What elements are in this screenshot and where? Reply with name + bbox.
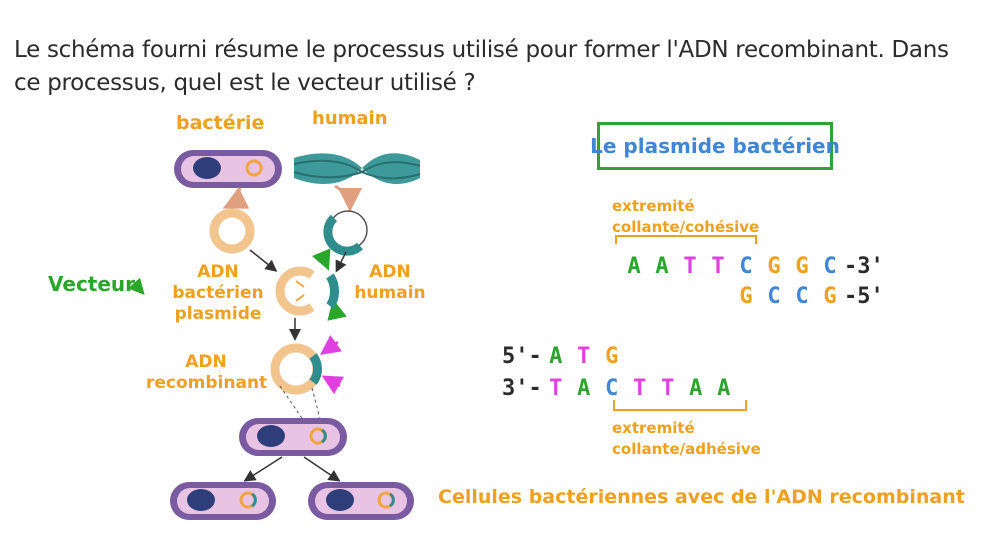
answer-text: Le plasmide bactérien	[590, 134, 840, 158]
base: C	[605, 376, 619, 401]
label-sticky-end-bottom: extremité collante/adhésive	[612, 419, 761, 458]
base: G	[605, 344, 619, 369]
bacterial-plasmid	[209, 208, 255, 254]
base: G	[767, 254, 781, 279]
strand-prefix: 3'-	[502, 376, 542, 401]
base: G	[795, 254, 809, 279]
base: C	[739, 254, 753, 279]
label-human-dna: ADN humain	[354, 262, 426, 303]
recombinant-plasmid	[270, 343, 322, 395]
question-text: Le schéma fourni résume le processus uti…	[14, 37, 949, 96]
daughter-bacterium-right	[308, 482, 414, 520]
base: A	[655, 254, 669, 279]
base: C	[795, 284, 809, 309]
base: C	[823, 254, 837, 279]
base: A	[577, 376, 591, 401]
base: A	[549, 344, 563, 369]
base: A	[717, 376, 731, 401]
label-bacteria: bactérie	[176, 112, 265, 134]
label-cells-result: Cellules bactériennes avec de l'ADN reco…	[438, 486, 965, 508]
label-vector: Vecteur	[48, 272, 136, 296]
label-bacterial-dna: ADN bactérien plasmide	[172, 262, 264, 324]
recombinant-bacterium	[239, 418, 347, 456]
base: A	[627, 254, 641, 279]
base: A	[689, 376, 703, 401]
daughter-bacterium-left	[170, 482, 276, 520]
base: G	[739, 284, 753, 309]
label-sticky-end-top: extremité collante/cohésive	[612, 197, 760, 236]
base: T	[549, 376, 563, 401]
human-dna-circle	[323, 210, 368, 256]
strand-prefix: 5'-	[502, 344, 542, 369]
cut-plasmid	[275, 266, 339, 316]
base: T	[577, 344, 591, 369]
base: T	[633, 376, 647, 401]
human-chromosome	[293, 153, 421, 184]
bacterium-cell	[174, 150, 282, 188]
label-recombinant-dna: ADN recombinant	[146, 352, 268, 393]
base: T	[711, 254, 725, 279]
base: T	[683, 254, 697, 279]
base: C	[767, 284, 781, 309]
strand-end: -5'	[844, 284, 884, 309]
strand-end: -3'	[844, 254, 884, 279]
base: T	[661, 376, 675, 401]
answer-box: Le plasmide bactérien	[590, 122, 840, 170]
base: G	[823, 284, 837, 309]
label-human: humain	[312, 108, 388, 129]
